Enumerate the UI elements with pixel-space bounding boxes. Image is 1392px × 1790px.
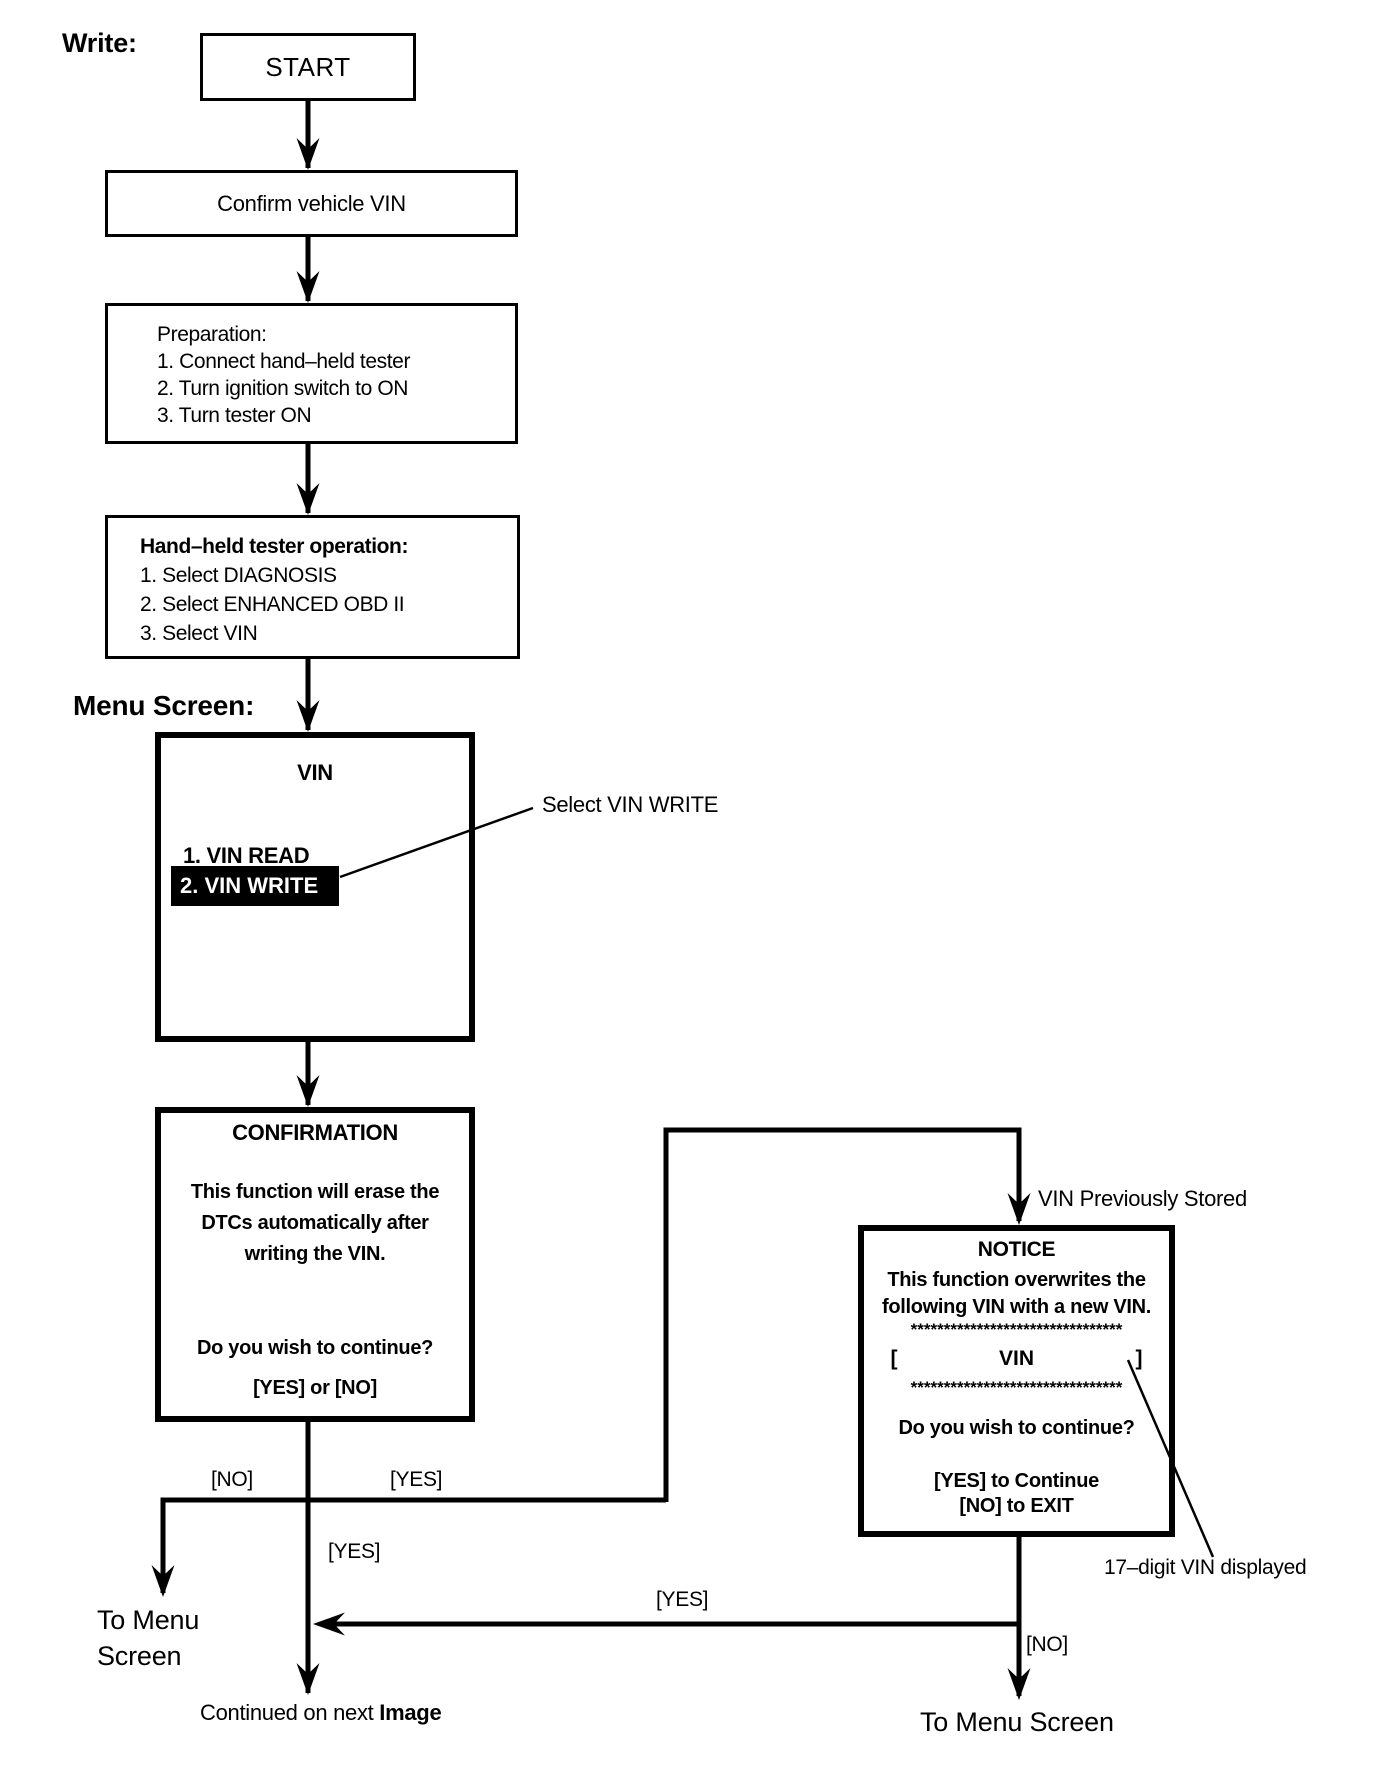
terminal-to-menu-screen-right: To Menu Screen — [920, 1707, 1114, 1737]
notice-no-action: [NO] to EXIT — [959, 1495, 1074, 1517]
notice-body-line: This function overwrites the — [887, 1269, 1146, 1291]
confirmation-options: [YES] or [NO] — [253, 1377, 377, 1399]
section-label-menu-screen: Menu Screen: — [73, 690, 255, 721]
vin-menu-title: VIN — [297, 760, 333, 785]
notice-vin-field: [ VIN ] — [891, 1347, 1143, 1371]
notice-stars-row: ******************************** — [910, 1378, 1123, 1397]
start-node: START — [200, 33, 416, 101]
preparation-step: 3. Turn tester ON — [157, 404, 312, 427]
confirmation-body-line: DTCs automatically after — [201, 1212, 429, 1234]
tester-operation-node: Hand–held tester operation: 1. Select DI… — [105, 515, 520, 659]
callout-vin-previously-stored: VIN Previously Stored — [1038, 1186, 1247, 1211]
confirmation-body-line: writing the VIN. — [244, 1243, 386, 1265]
vin-placeholder: VIN — [998, 1347, 1034, 1370]
edge-label-yes: [YES] — [328, 1540, 381, 1563]
confirmation-question: Do you wish to continue? — [196, 1337, 434, 1359]
menu-item-vin-write-selected: 2. VIN WRITE — [171, 866, 339, 906]
confirm-vin-node: Confirm vehicle VIN — [105, 170, 518, 237]
terminal-line: Screen — [97, 1641, 182, 1671]
arrowhead-down-icon — [296, 271, 320, 303]
preparation-node: Preparation: 1. Connect hand–held tester… — [105, 303, 518, 444]
tester-operation-step: 1. Select DIAGNOSIS — [140, 564, 337, 587]
edge-label-no: [NO] — [211, 1468, 253, 1491]
confirmation-screen: CONFIRMATION This function will erase th… — [155, 1107, 475, 1422]
terminal-to-menu-screen-left: To Menu Screen — [97, 1602, 257, 1674]
edge-label-yes: [YES] — [656, 1588, 709, 1611]
confirmation-body-line: This function will erase the — [190, 1181, 440, 1203]
notice-stars-row: ******************************** — [910, 1320, 1123, 1339]
arrowhead-down-icon — [296, 700, 320, 732]
arrowhead-down-icon — [296, 1075, 320, 1107]
tester-operation-step: 2. Select ENHANCED OBD II — [140, 593, 405, 616]
callout-17-digit-vin: 17–digit VIN displayed — [1104, 1556, 1307, 1579]
arrowhead-down-icon — [151, 1565, 175, 1597]
preparation-step: 2. Turn ignition switch to ON — [157, 377, 409, 400]
start-label: START — [265, 52, 351, 82]
arrowhead-down-icon — [1007, 1668, 1031, 1700]
arrowhead-down-icon — [296, 483, 320, 515]
tester-operation-title: Hand–held tester operation: — [140, 535, 409, 558]
bracket-open: [ — [890, 1347, 898, 1370]
bracket-close: ] — [1135, 1347, 1143, 1370]
arrowhead-left-icon — [313, 1612, 345, 1636]
notice-body-line: following VIN with a new VIN. — [881, 1296, 1152, 1318]
confirm-vin-label: Confirm vehicle VIN — [217, 191, 406, 216]
notice-question: Do you wish to continue? — [898, 1417, 1135, 1439]
continued-emphasis: Image — [379, 1700, 442, 1725]
arrowhead-down-icon — [296, 138, 320, 170]
confirmation-title: CONFIRMATION — [232, 1120, 398, 1145]
notice-screen: NOTICE This function overwrites the foll… — [858, 1225, 1175, 1537]
tester-operation-step: 3. Select VIN — [140, 622, 258, 645]
vin-menu-screen: VIN 1. VIN READ 2. VIN WRITE — [155, 732, 475, 1042]
section-label-write: Write: — [62, 28, 137, 58]
arrowhead-down-icon — [1007, 1193, 1031, 1225]
notice-yes-action: [YES] to Continue — [934, 1470, 1099, 1492]
arrowhead-down-icon — [296, 1663, 320, 1695]
preparation-title: Preparation: — [157, 323, 267, 346]
connector-branch-no-yes — [160, 1497, 666, 1593]
edge-label-yes: [YES] — [390, 1468, 443, 1491]
edge-label-no: [NO] — [1026, 1633, 1068, 1656]
continued-text: Continued on next — [200, 1700, 380, 1725]
notice-title: NOTICE — [977, 1238, 1056, 1261]
callout-select-vin-write: Select VIN WRITE — [542, 792, 719, 817]
terminal-continued-next-image: Continued on next Image — [200, 1700, 442, 1726]
terminal-line: To Menu — [97, 1605, 200, 1635]
menu-item-vin-read: 1. VIN READ — [183, 843, 310, 868]
preparation-step: 1. Connect hand–held tester — [157, 350, 411, 373]
